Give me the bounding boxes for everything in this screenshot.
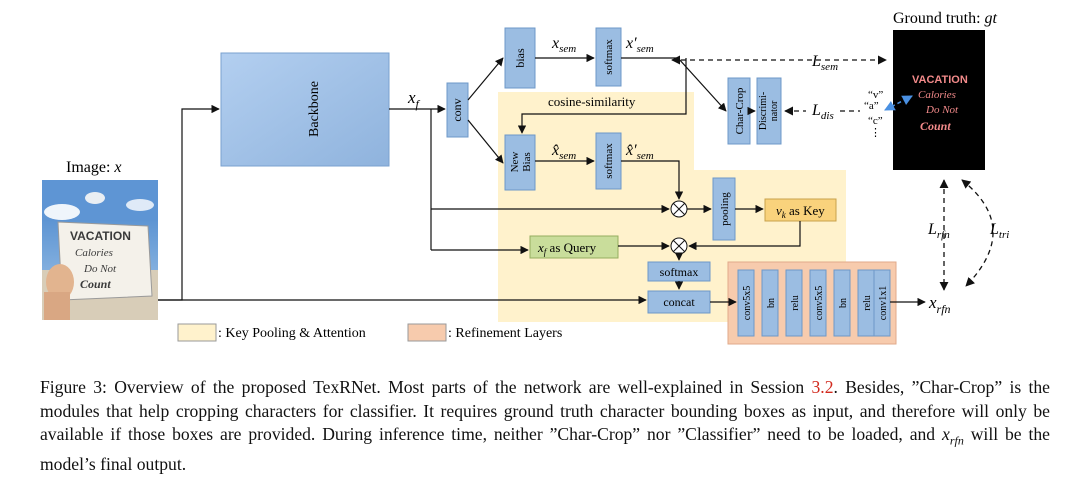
new-bias-box — [504, 134, 536, 191]
svg-text:Do Not: Do Not — [925, 104, 959, 116]
xf-as-query-label: xf as Query — [537, 240, 597, 257]
svg-text:VACATION: VACATION — [70, 229, 131, 243]
svg-text:“c”: “c” — [868, 115, 883, 127]
discriminator-label: Discrimi-nator — [758, 92, 780, 130]
softmax-top-box — [595, 27, 622, 87]
legend-key-swatch — [177, 323, 217, 342]
gt-crop-link — [884, 95, 913, 111]
bias-box — [504, 27, 536, 89]
svg-text:⋮: ⋮ — [870, 127, 881, 139]
architecture-diagram: Image: x VACATION Calories Do Not Count … — [42, 10, 1009, 345]
legend-refine-swatch — [407, 323, 447, 342]
character-list: “v” “a” “c” ⋮ — [864, 89, 883, 139]
softmax-top-label: softmax — [603, 39, 615, 75]
svg-text:“a”: “a” — [864, 100, 879, 112]
svg-text:Count: Count — [80, 277, 111, 291]
refine-conv1x1-label: conv1x1 — [878, 286, 889, 320]
svg-text:Calories: Calories — [918, 89, 956, 101]
xsem-prime-label: x′sem — [625, 35, 654, 55]
vk-as-key-label: vk as Key — [776, 203, 825, 220]
loss-connections — [671, 55, 994, 291]
ground-truth-image: VACATION Calories Do Not Count — [893, 30, 985, 170]
softmax-mid-label: softmax — [603, 143, 615, 179]
section-ref-link[interactable]: 3.2 — [811, 377, 834, 397]
ltri-label: Ltri — [989, 221, 1009, 241]
multiply-circle-1 — [670, 200, 688, 218]
input-photo: VACATION Calories Do Not Count — [42, 180, 158, 320]
char-crop-label: Char-Crop — [734, 87, 746, 134]
svg-text:Calories: Calories — [75, 247, 113, 259]
xrfn-label: xrfn — [928, 293, 951, 316]
xhat-label: x̂sem — [551, 142, 576, 162]
legend-key-label: : Key Pooling & Attention — [218, 326, 366, 341]
concat-label: concat — [663, 295, 695, 309]
cosine-similarity-label: cosine-similarity — [548, 94, 636, 109]
softmax-bottom-label: softmax — [660, 265, 699, 279]
ground-truth-label: Ground truth: gt — [893, 10, 998, 27]
svg-text:relu: relu — [790, 295, 801, 311]
conv-label: conv — [450, 98, 464, 121]
xf-label: xf — [407, 88, 421, 111]
conv-box — [446, 82, 469, 138]
backbone-label: Backbone — [307, 81, 322, 137]
svg-text:VACATION: VACATION — [912, 74, 968, 86]
lsem-label: Lsem — [811, 53, 838, 73]
bias-label: bias — [513, 48, 527, 68]
ldis-label: Ldis — [811, 102, 834, 122]
backbone-box — [220, 52, 390, 167]
svg-text:relu: relu — [862, 295, 873, 311]
figure-caption: Figure 3: Overview of the proposed TexRN… — [40, 377, 1050, 475]
svg-text:Count: Count — [920, 119, 951, 133]
multiply-circle-2 — [670, 237, 688, 255]
lrfn-label: Lrfn — [927, 221, 950, 241]
svg-text:bn: bn — [838, 298, 849, 308]
xsem-label: xsem — [551, 35, 576, 55]
discriminator-box — [756, 77, 782, 145]
pooling-label: pooling — [719, 192, 731, 226]
image-label: Image: x — [66, 159, 122, 176]
new-bias-label: NewBias — [509, 152, 533, 173]
xf-as-query-box — [529, 235, 619, 259]
xhat-prime-label: x̂′sem — [625, 142, 654, 162]
legend-refine-label: : Refinement Layers — [448, 326, 562, 341]
svg-text:Do Not: Do Not — [83, 263, 117, 275]
svg-text:conv5x5: conv5x5 — [742, 286, 753, 320]
softmax-mid-box — [595, 132, 622, 190]
refinement-layers: conv5x5 bn relu conv5x5 bn relu — [737, 269, 875, 337]
refine-conv1x1-box — [873, 269, 891, 337]
svg-text:conv5x5: conv5x5 — [814, 286, 825, 320]
svg-text:“v”: “v” — [868, 89, 883, 101]
svg-text:bn: bn — [766, 298, 777, 308]
